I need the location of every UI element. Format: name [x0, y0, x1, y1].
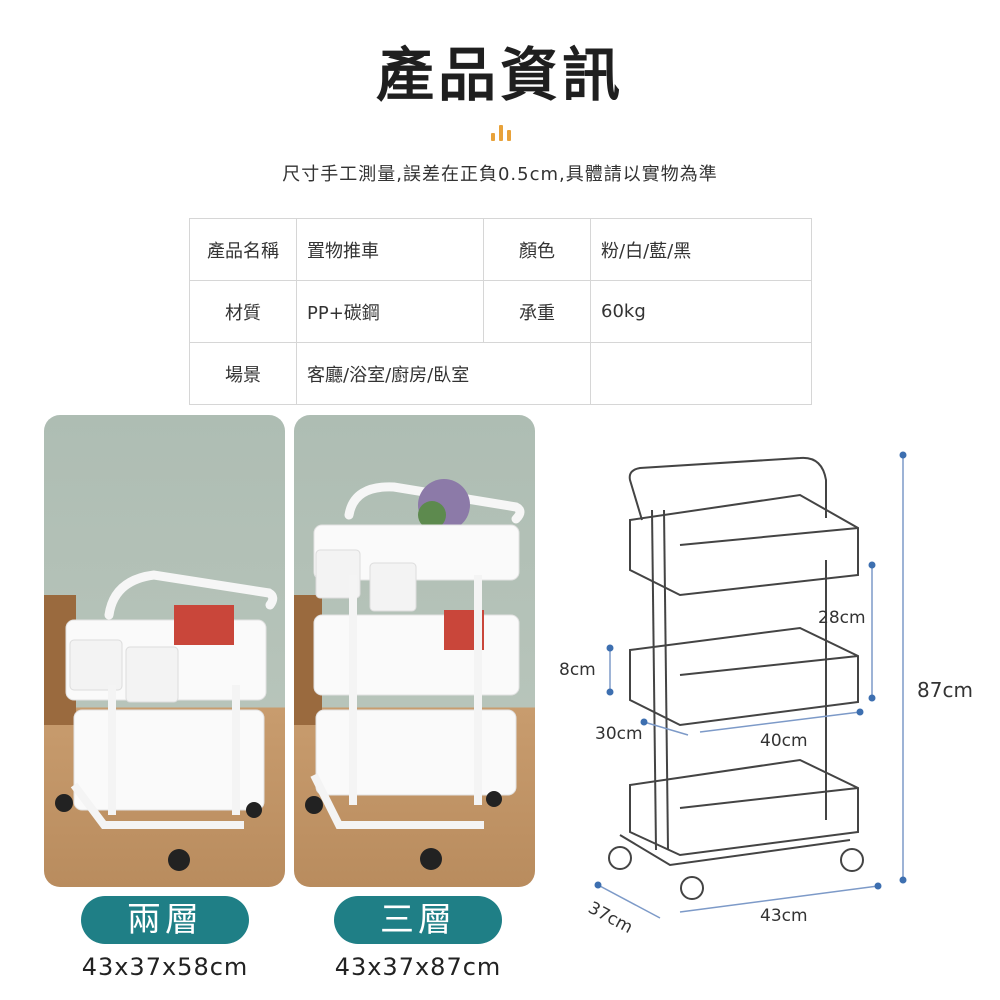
spec-value: PP+碳鋼 [296, 280, 484, 343]
variant-badge-two-tier: 兩層 [81, 896, 249, 944]
variant-size-two-tier: 43x37x58cm [81, 953, 249, 981]
table-row: 產品名稱 置物推車 顏色 粉/白/藍/黑 [189, 218, 812, 281]
dimension-label-base-length: 43cm [760, 906, 808, 926]
table-row: 場景 客廳/浴室/廚房/臥室 [189, 342, 812, 405]
bar-chart-icon [489, 123, 513, 141]
spec-value-empty [590, 342, 812, 405]
dimension-label-basket-width: 30cm [595, 724, 643, 744]
product-photo-two-tier [44, 415, 285, 887]
spec-value: 粉/白/藍/黑 [590, 218, 812, 281]
dimension-label-basket-depth: 8cm [559, 660, 596, 680]
dimension-label-tier-gap: 28cm [818, 608, 866, 628]
variant-badge-three-tier: 三層 [334, 896, 502, 944]
variant-size-three-tier: 43x37x87cm [334, 953, 502, 981]
spec-label: 承重 [483, 280, 591, 343]
table-row: 材質 PP+碳鋼 承重 60kg [189, 280, 812, 343]
dimension-label-basket-length: 40cm [760, 731, 808, 751]
spec-value: 60kg [590, 280, 812, 343]
measurement-note: 尺寸手工測量,誤差在正負0.5cm,具體請以實物為準 [282, 164, 718, 185]
spec-label: 材質 [189, 280, 297, 343]
spec-label: 場景 [189, 342, 297, 405]
product-photo-three-tier [294, 415, 535, 887]
spec-table: 產品名稱 置物推車 顏色 粉/白/藍/黑 材質 PP+碳鋼 承重 60kg 場景… [189, 218, 812, 405]
page-title: 產品資訊 [375, 41, 624, 109]
spec-label: 產品名稱 [189, 218, 297, 281]
spec-value: 置物推車 [296, 218, 484, 281]
spec-value: 客廳/浴室/廚房/臥室 [296, 342, 591, 405]
dimension-label-total-height: 87cm [917, 678, 973, 702]
dimension-diagram [594, 451, 907, 919]
spec-label: 顏色 [483, 218, 591, 281]
